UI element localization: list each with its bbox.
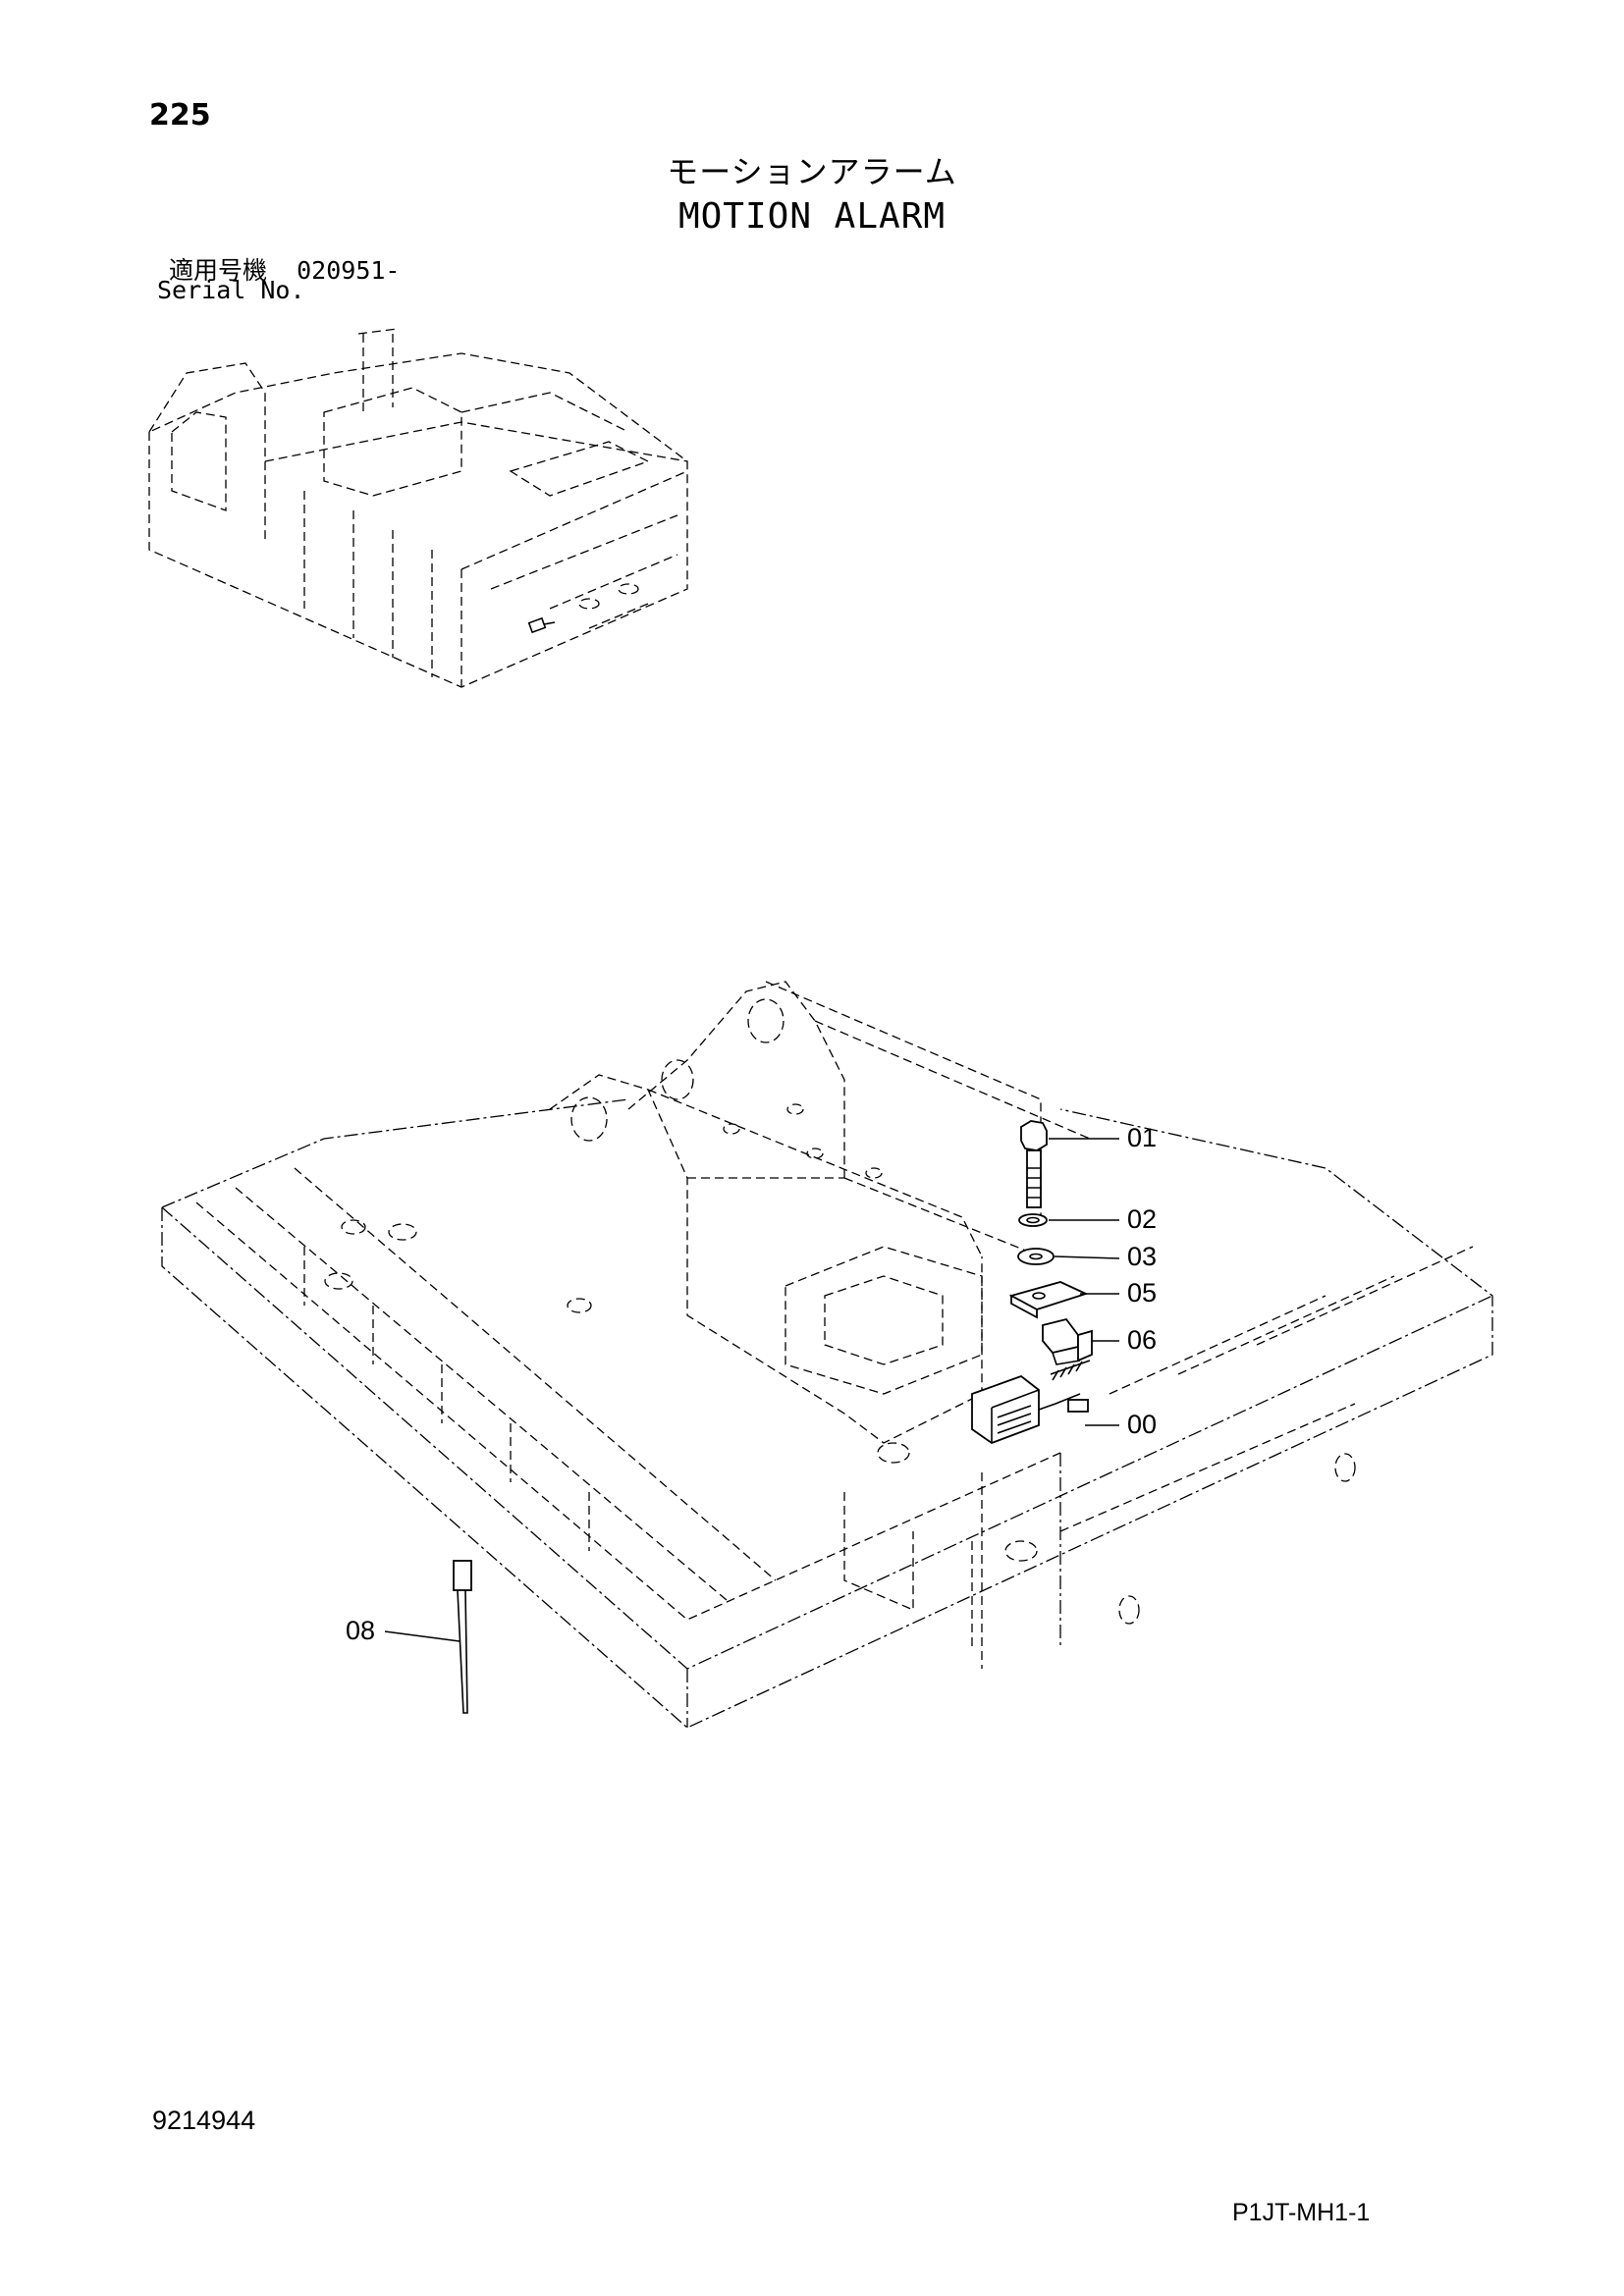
bolt-icon: [1020, 1120, 1048, 1208]
callout-08: 08: [346, 1616, 376, 1645]
serial-label-jp: 適用号機: [169, 256, 268, 285]
callout-03: 03: [1127, 1242, 1158, 1271]
plate-icon: [1008, 1281, 1089, 1319]
washer-icon: [1017, 1213, 1055, 1265]
callout-05: 05: [1127, 1278, 1158, 1308]
leader-03: [1054, 1255, 1120, 1259]
serial-value: 020951-: [297, 256, 401, 285]
serial-label-en: Serial No.: [157, 276, 305, 304]
alarm-unit-icon: [971, 1360, 1091, 1445]
sheet-code: P1JT-MH1-1: [1232, 2199, 1371, 2226]
page-title-jp: モーションアラーム: [667, 153, 957, 190]
cable-tie-icon: [453, 1560, 472, 1714]
serial-line: 適用号機 020951-: [169, 251, 400, 287]
callout-02: 02: [1127, 1204, 1158, 1234]
leader-08: [384, 1630, 460, 1642]
callout-06: 06: [1127, 1325, 1158, 1355]
doc-number: 9214944: [152, 2106, 256, 2135]
connector-icon: [1042, 1317, 1093, 1365]
excavator-overview-drawing: [148, 328, 688, 688]
callout-01: 01: [1127, 1123, 1158, 1152]
page-number: 225: [149, 98, 211, 133]
callout-00: 00: [1127, 1410, 1158, 1439]
page-title: MOTION ALARM: [677, 196, 947, 237]
